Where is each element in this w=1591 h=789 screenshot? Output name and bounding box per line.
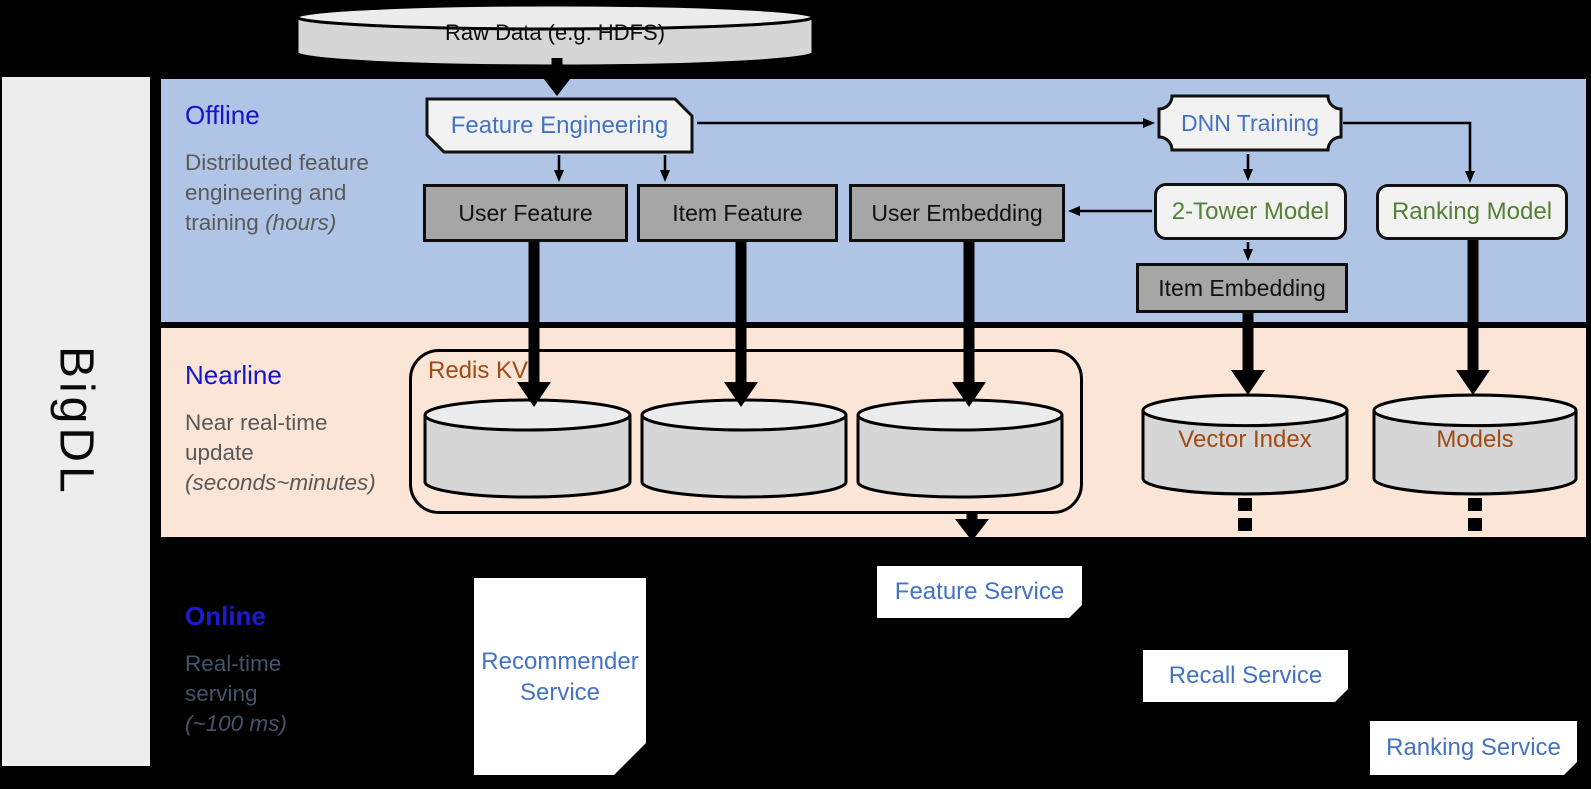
- vector-index-label: Vector Index: [1178, 426, 1312, 453]
- online-band-text: Online Real-time serving (~100 ms): [185, 601, 320, 739]
- user-embedding-node: User Embedding: [849, 184, 1065, 242]
- feature-engineering-node: Feature Engineering: [425, 97, 694, 154]
- cylinder-shape: [1141, 393, 1349, 496]
- dnn-training-label: DNN Training: [1180, 109, 1320, 136]
- nearline-band-text: Nearline Near real-time update (seconds~…: [185, 360, 380, 498]
- recall-service-node: Recall Service: [1143, 650, 1348, 702]
- folded-corner: [1335, 689, 1348, 702]
- offline-band-text: Offline Distributed feature engineering …: [185, 100, 380, 238]
- cylinder-shape: [423, 398, 632, 499]
- recommender-service-label: Recommender Service: [481, 647, 639, 706]
- nearline-description-main: Near real-time update: [185, 410, 328, 465]
- ranking-model-node: Ranking Model: [1376, 184, 1568, 240]
- redis-cylinder-2: [640, 397, 848, 501]
- plaque-shape: [1157, 94, 1343, 152]
- two-tower-model-label: 2-Tower Model: [1171, 197, 1330, 225]
- models-store: Models: [1372, 392, 1578, 498]
- vector-index-store: Vector Index: [1141, 392, 1349, 498]
- folded-corner: [1069, 605, 1082, 618]
- offline-description-main: Distributed feature engineering and trai…: [185, 150, 369, 235]
- two-tower-model-node: 2-Tower Model: [1154, 183, 1347, 240]
- bigdl-brand-bar: BigDL: [2, 77, 150, 766]
- feature-service-label: Feature Service: [894, 578, 1065, 605]
- raw-data-store: Raw Data (e.g. HDFS): [295, 2, 815, 70]
- item-embedding-label: Item Embedding: [1158, 274, 1326, 301]
- item-feature-label: Item Feature: [672, 199, 803, 226]
- cylinder-shape: [1372, 393, 1578, 496]
- user-feature-label: User Feature: [458, 199, 593, 226]
- feature-engineering-label: Feature Engineering: [450, 111, 669, 139]
- folded-corner: [1564, 762, 1577, 775]
- cylinder-shape: [640, 398, 848, 499]
- offline-description: Distributed feature engineering and trai…: [185, 148, 380, 238]
- nearline-description-duration: (seconds~minutes): [185, 470, 376, 495]
- folded-corner: [614, 743, 646, 775]
- online-description: Real-time serving (~100 ms): [185, 649, 320, 739]
- online-description-duration: (~100 ms): [185, 711, 287, 736]
- dnn-training-node: DNN Training: [1157, 94, 1343, 152]
- online-title: Online: [185, 601, 266, 631]
- offline-title: Offline: [185, 100, 260, 130]
- user-embedding-label: User Embedding: [871, 199, 1043, 226]
- ranking-service-node: Ranking Service: [1370, 721, 1577, 775]
- redis-cylinder-1: [423, 397, 632, 501]
- feature-service-node: Feature Service: [877, 566, 1082, 618]
- ranking-model-label: Ranking Model: [1391, 198, 1553, 225]
- raw-data-label: Raw Data (e.g. HDFS): [444, 20, 666, 45]
- ranking-service-label: Ranking Service: [1386, 734, 1561, 761]
- recommender-service-node: Recommender Service: [474, 578, 646, 775]
- cylinder-shape: [856, 398, 1064, 499]
- user-feature-node: User Feature: [423, 184, 628, 242]
- models-label: Models: [1436, 426, 1514, 453]
- redis-cylinder-3: [856, 397, 1064, 501]
- nearline-description: Near real-time update (seconds~minutes): [185, 408, 380, 498]
- offline-description-duration: (hours): [265, 210, 337, 235]
- redis-kv-label: Redis KV: [428, 357, 529, 384]
- cylinder-shape: [295, 3, 815, 68]
- item-feature-node: Item Feature: [637, 184, 838, 242]
- nearline-title: Nearline: [185, 360, 282, 390]
- recall-service-label: Recall Service: [1168, 662, 1323, 689]
- bigdl-label: BigDL: [49, 346, 103, 497]
- online-description-main: Real-time serving: [185, 651, 282, 706]
- snip-corner-shape: [425, 97, 694, 154]
- item-embedding-node: Item Embedding: [1136, 263, 1348, 313]
